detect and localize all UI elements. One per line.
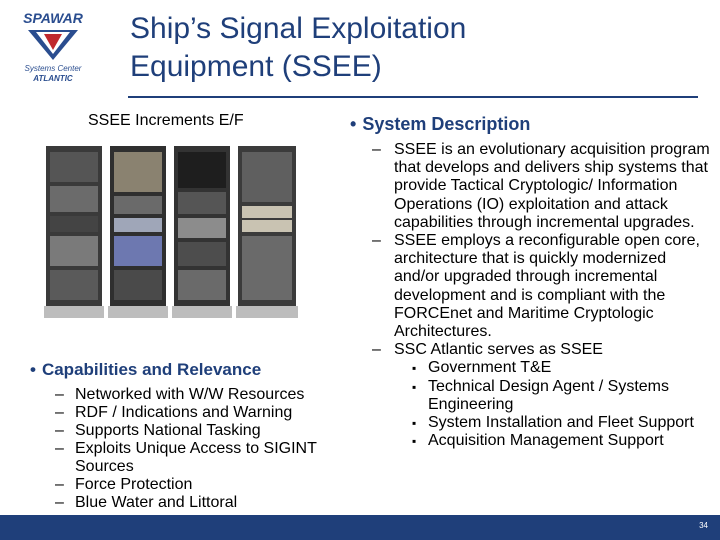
spawar-logo: SPAWAR Systems Center ATLANTIC [23, 10, 84, 83]
capabilities-list: Networked with W/W Resources RDF / Indic… [55, 386, 355, 512]
rack-4 [236, 146, 298, 318]
capability-item: Exploits Unique Access to SIGINT Sources [55, 440, 355, 476]
capability-item: Blue Water and Littoral [55, 494, 355, 512]
capability-item: Networked with W/W Resources [55, 386, 355, 404]
slide-header: SPAWAR Systems Center ATLANTIC Ship’s Si… [0, 0, 720, 100]
capability-item: Supports National Tasking [55, 422, 355, 440]
bullet-icon: • [30, 360, 36, 379]
rack-3 [172, 146, 232, 318]
system-point-text: SSC Atlantic serves as SSEE [394, 341, 603, 359]
ssc-role-item: Government T&E [412, 359, 710, 377]
increments-caption: SSEE Increments E/F [88, 112, 244, 129]
capabilities-heading-text: Capabilities and Relevance [41, 360, 262, 379]
logo-wordmark: SPAWAR [23, 10, 84, 26]
title-line-2: Equipment (SSEE) [130, 50, 382, 83]
rack-2 [108, 146, 168, 318]
system-point-ssc: SSC Atlantic serves as SSEE Government T… [372, 341, 710, 450]
logo-subtitle: Systems Center [25, 64, 82, 73]
ssc-roles-list: Government T&E Technical Design Agent / … [412, 359, 710, 450]
logo-location: ATLANTIC [32, 74, 73, 83]
system-point: SSEE is an evolutionary acquisition prog… [372, 141, 710, 232]
capability-item: RDF / Indications and Warning [55, 404, 355, 422]
system-description-list: SSEE is an evolutionary acquisition prog… [372, 141, 710, 451]
bullet-icon: • [350, 114, 357, 134]
capabilities-heading: • Capabilities and Relevance [30, 360, 261, 380]
capability-item: Force Protection [55, 476, 355, 494]
ssc-role-item: Acquisition Management Support [412, 432, 710, 450]
slide-title: Ship’s Signal Exploitation Equipment (SS… [130, 10, 466, 86]
ssc-role-item: System Installation and Fleet Support [412, 414, 710, 432]
system-point: SSEE employs a reconfigurable open core,… [372, 232, 710, 341]
rack-1 [44, 146, 104, 318]
ssc-role-item: Technical Design Agent / Systems Enginee… [412, 378, 710, 414]
footer-bar: 34 [0, 515, 720, 540]
page-number: 34 [699, 521, 708, 530]
equipment-racks-image [40, 140, 302, 330]
header-divider [128, 96, 698, 98]
system-description-heading: •System Description [350, 114, 530, 135]
system-heading-text: System Description [362, 114, 531, 134]
title-line-1: Ship’s Signal Exploitation [130, 12, 467, 45]
